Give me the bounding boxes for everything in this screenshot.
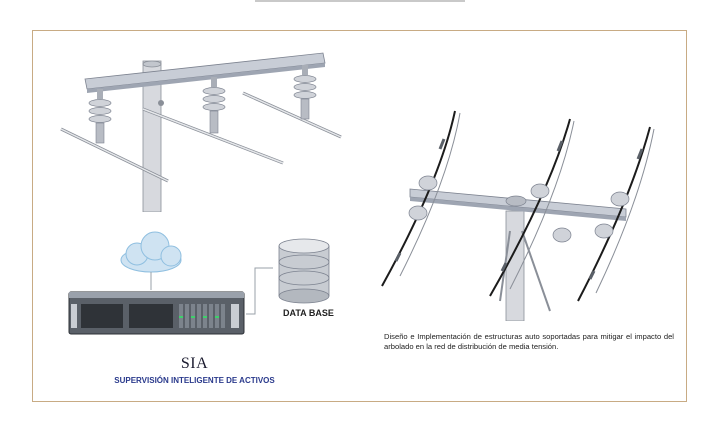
insulator-left	[88, 89, 112, 144]
server-icon	[68, 291, 245, 335]
cloud-icon	[120, 231, 182, 290]
pole-insulator-illustration	[33, 31, 356, 212]
structure-caption: Diseño e Implementación de estructuras a…	[384, 332, 674, 351]
self-supported-structure-illustration	[360, 31, 686, 321]
database-label: DATA BASE	[283, 308, 334, 318]
insulator-right	[293, 65, 317, 120]
sia-system-panel: DATA BASE SIA SUPERVISIÓN INTELIGENTE DE…	[33, 216, 356, 401]
database-icon	[278, 238, 330, 304]
sia-title: SIA	[180, 355, 209, 372]
top-rule	[255, 0, 465, 2]
figure-frame	[32, 30, 687, 402]
sia-subtitle: SUPERVISIÓN INTELIGENTE DE ACTIVOS	[114, 376, 275, 385]
insulator-middle	[202, 77, 226, 134]
